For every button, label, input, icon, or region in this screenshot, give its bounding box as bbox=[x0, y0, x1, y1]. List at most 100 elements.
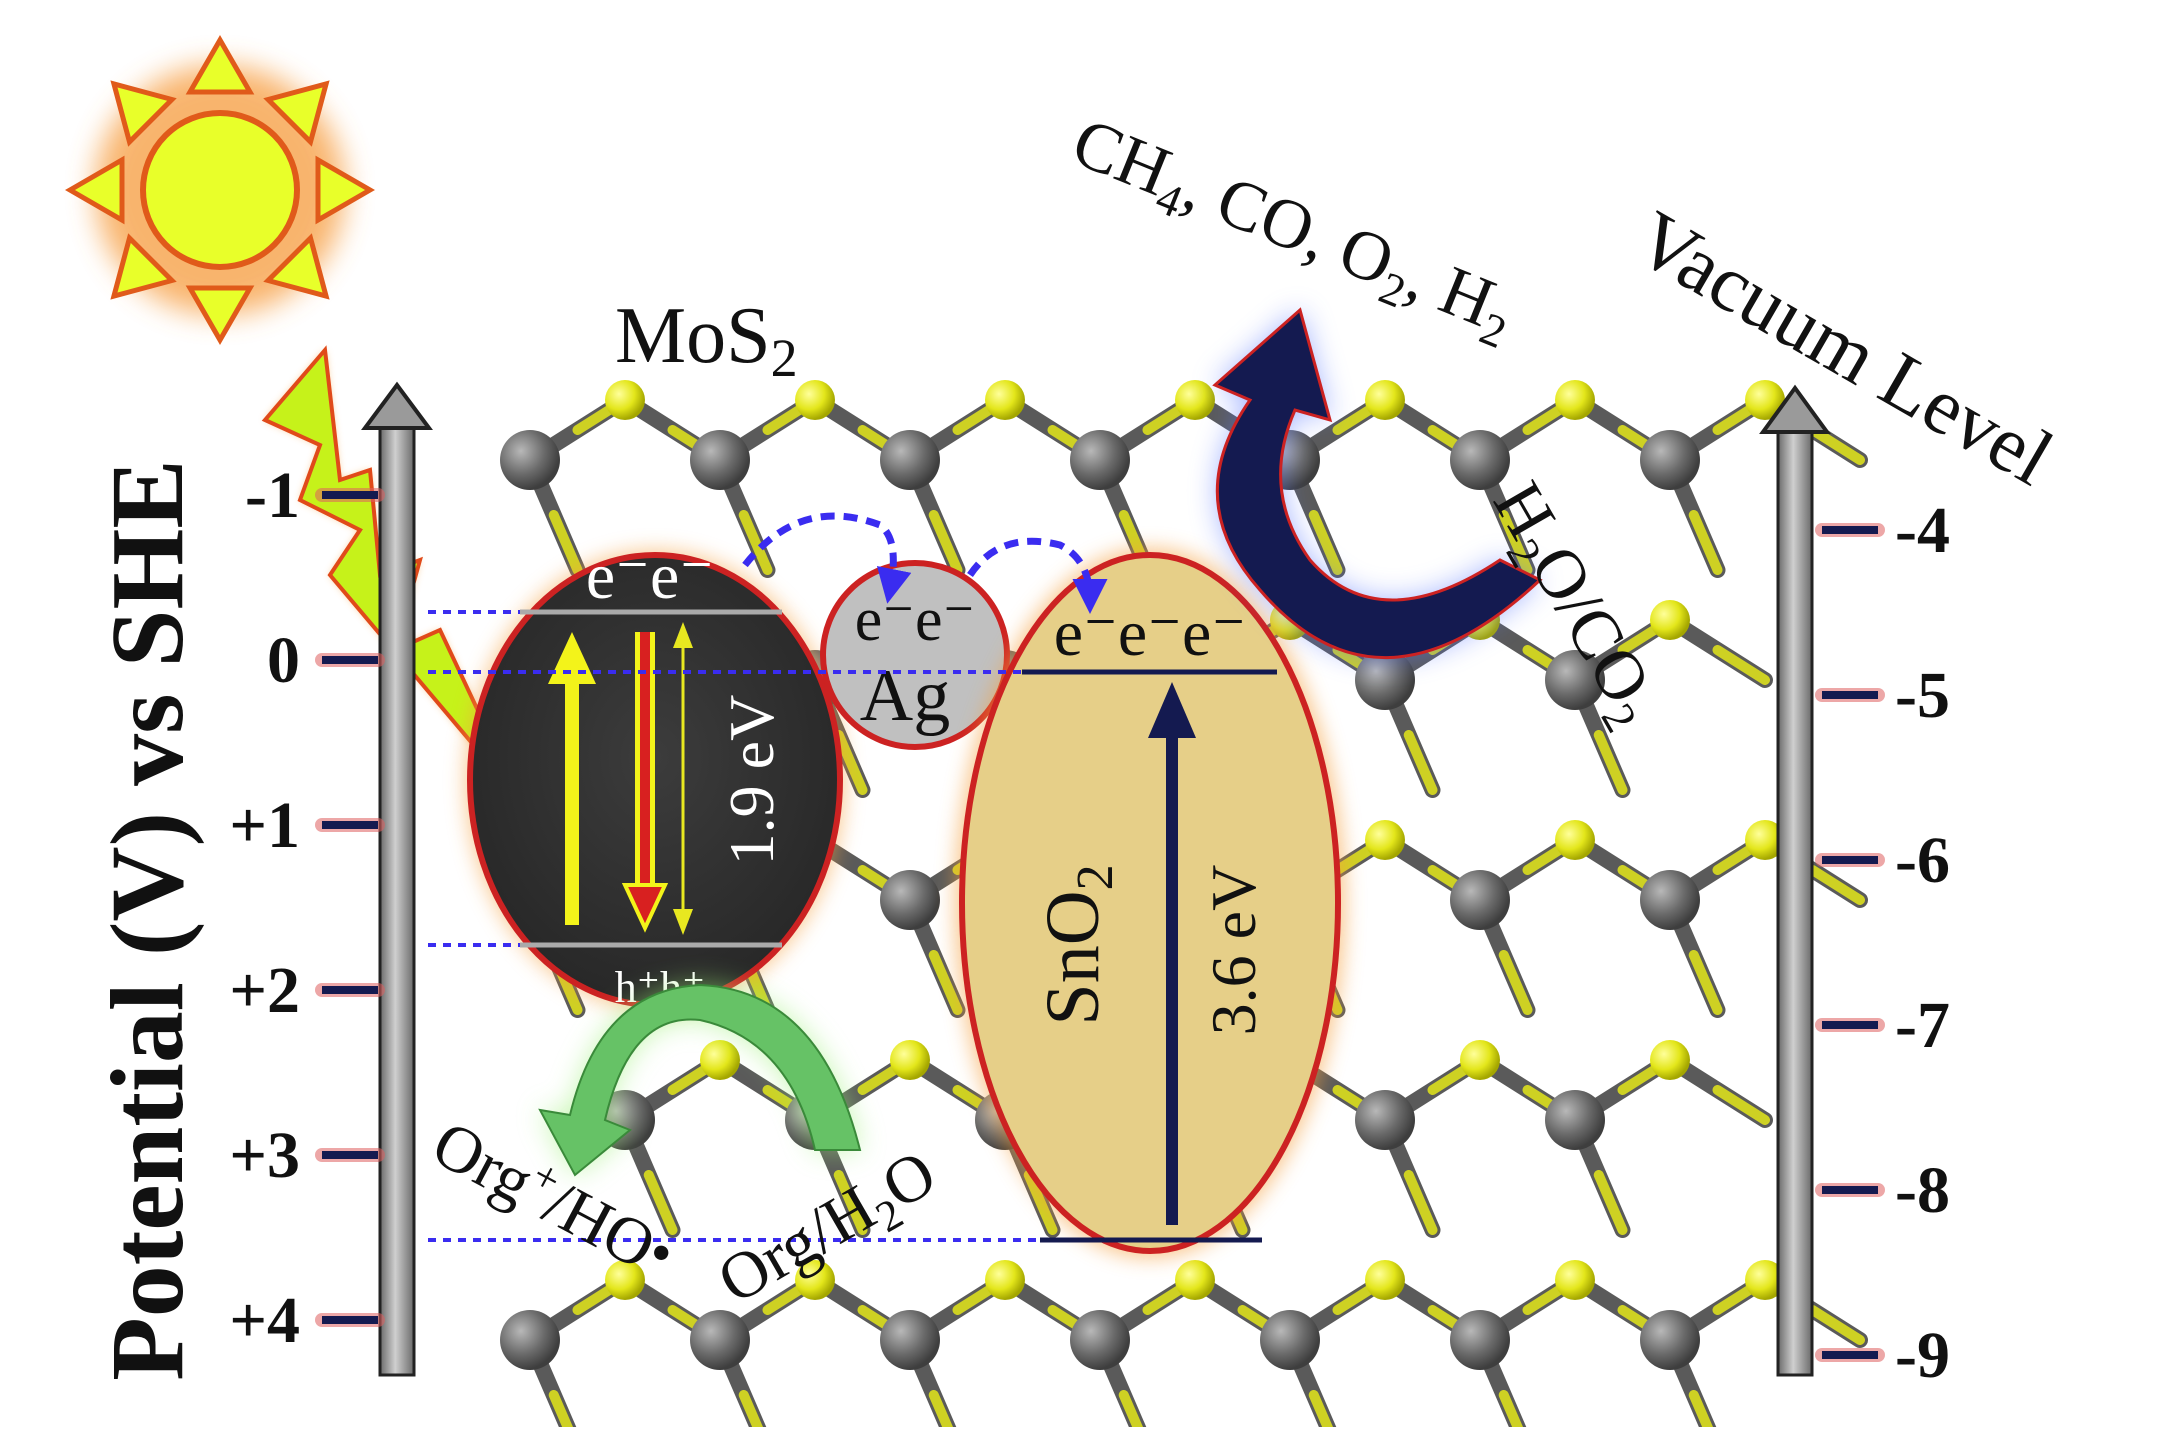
mos2-semiconductor: e⁻e⁻ h⁺h⁺ 1.9 eV bbox=[465, 540, 845, 1012]
mo-atom bbox=[1545, 1090, 1605, 1150]
lattice-bond-s bbox=[1403, 1170, 1438, 1235]
sno2-label: SnO2 bbox=[1031, 864, 1124, 1025]
sun-ray bbox=[263, 233, 330, 300]
sulfur-atom bbox=[1175, 380, 1215, 420]
mo-atom bbox=[500, 1310, 560, 1370]
right-axis-tick-label: -8 bbox=[1895, 1154, 1950, 1227]
electron-transfer-arrow-mos2-ag bbox=[742, 512, 912, 604]
lattice-bond-s bbox=[1807, 425, 1865, 465]
lattice-bond-s bbox=[643, 1170, 678, 1235]
left-axis-tick-label: +4 bbox=[229, 1284, 300, 1357]
sno2-semiconductor: e⁻e⁻e⁻ SnO2 3.6 eV bbox=[955, 548, 1345, 1258]
lattice-bond-s bbox=[928, 1390, 956, 1432]
lattice-bond-s bbox=[1688, 1390, 1716, 1432]
sulfur-atom bbox=[795, 1260, 835, 1300]
right-axis-tick-label: -7 bbox=[1895, 989, 1950, 1062]
reduction-arrow bbox=[1212, 307, 1543, 659]
sun-ray bbox=[110, 80, 177, 147]
sulfur-atom bbox=[890, 1040, 930, 1080]
lattice-bond-s bbox=[548, 510, 583, 575]
mo-atom bbox=[1450, 430, 1510, 490]
ag-electrons: e⁻e⁻ bbox=[855, 586, 976, 654]
sulfur-atom bbox=[1460, 1040, 1500, 1080]
sun-icon bbox=[64, 34, 376, 346]
mo-atom bbox=[1070, 1310, 1130, 1370]
right-axis-tick-label: -9 bbox=[1895, 1319, 1950, 1392]
sulfur-atom bbox=[795, 380, 835, 420]
mo-atom bbox=[1355, 650, 1415, 710]
ag-label: Ag bbox=[860, 655, 950, 737]
recombination-arrow-down bbox=[621, 632, 669, 933]
sno2-excitation-arrow bbox=[1148, 682, 1196, 1225]
lattice-bond-s bbox=[1118, 1390, 1146, 1432]
sulfur-atom bbox=[1555, 1260, 1595, 1300]
sulfur-atom bbox=[985, 1260, 1025, 1300]
lattice-bond-s bbox=[1712, 1085, 1770, 1125]
left-axis-tick-label: +2 bbox=[229, 954, 300, 1027]
mo-atom bbox=[880, 430, 940, 490]
mos2-band-gap-label: 1.9 eV bbox=[716, 695, 787, 866]
right-axis-tick-label: -6 bbox=[1895, 824, 1950, 897]
mo-atom bbox=[690, 430, 750, 490]
right-vacuum-axis: -4-5-6-7-8-9 bbox=[1759, 384, 1950, 1392]
band-alignment-dotted-lines bbox=[428, 610, 1040, 1242]
mo-atom bbox=[1640, 870, 1700, 930]
lattice-bond-s bbox=[1308, 1390, 1336, 1432]
mo-atom bbox=[1640, 1310, 1700, 1370]
mo-atom bbox=[1545, 650, 1605, 710]
mo-atom bbox=[1450, 1310, 1510, 1370]
lattice-bond-s bbox=[1688, 950, 1723, 1015]
lattice-bond-s bbox=[1498, 1390, 1526, 1432]
mo-atom bbox=[1070, 430, 1130, 490]
lattice-bond-s bbox=[1807, 1305, 1865, 1345]
lattice-bond-s bbox=[738, 1390, 766, 1432]
mo-atom bbox=[880, 1310, 940, 1370]
mo-atom bbox=[1640, 430, 1700, 490]
lattice-bond-s bbox=[928, 950, 963, 1015]
mo-atom bbox=[1450, 870, 1510, 930]
left-axis-tick-label: +1 bbox=[229, 789, 300, 862]
band-gap-double-arrow bbox=[673, 622, 693, 935]
lattice-bond-s bbox=[1498, 510, 1533, 575]
sulfur-atom bbox=[605, 380, 645, 420]
sun-ray bbox=[64, 155, 125, 225]
sno2-electrons: e⁻e⁻e⁻ bbox=[1054, 597, 1246, 670]
lattice-bond-s bbox=[1593, 730, 1628, 795]
lattice-bond-s bbox=[1712, 645, 1770, 685]
sno2-band-gap-label: 3.6 eV bbox=[1198, 865, 1269, 1036]
sulfur-atom bbox=[1555, 820, 1595, 860]
sulfur-atom bbox=[1650, 1040, 1690, 1080]
left-potential-axis: -10+1+2+3+4 bbox=[229, 381, 433, 1377]
lattice-bond-s bbox=[1688, 510, 1723, 575]
sulfur-atom bbox=[1555, 380, 1595, 420]
sun-ray bbox=[315, 155, 376, 225]
mo-atom bbox=[500, 430, 560, 490]
lattice-bond-s bbox=[1593, 1170, 1628, 1235]
ag-nanoparticle: e⁻e⁻ Ag bbox=[820, 560, 1010, 750]
left-axis-tick-label: +3 bbox=[229, 1119, 300, 1192]
sulfur-atom bbox=[1365, 820, 1405, 860]
sulfur-atom bbox=[1175, 1260, 1215, 1300]
mo-atom bbox=[1260, 1310, 1320, 1370]
lattice-bond-s bbox=[1403, 730, 1438, 795]
sulfur-atom bbox=[1745, 820, 1785, 860]
lattice-bond-s bbox=[1308, 510, 1343, 575]
lattice-bond-s bbox=[928, 510, 963, 575]
lattice-bond-s bbox=[1498, 950, 1533, 1015]
lattice-bond-s bbox=[548, 1390, 576, 1432]
sulfur-atom bbox=[605, 1260, 645, 1300]
sulfur-atom bbox=[1365, 1260, 1405, 1300]
sulfur-atom bbox=[700, 1040, 740, 1080]
lattice-bond-s bbox=[1807, 865, 1865, 905]
mos2-label: MoS2 bbox=[615, 292, 798, 388]
sulfur-atom bbox=[1650, 600, 1690, 640]
right-axis-tick-label: -5 bbox=[1895, 659, 1950, 732]
mo-atom bbox=[1355, 1090, 1415, 1150]
sulfur-atom bbox=[985, 380, 1025, 420]
sun-ray bbox=[185, 34, 255, 95]
sun-ray bbox=[110, 233, 177, 300]
mos2-electrons: e⁻e⁻ bbox=[586, 540, 714, 613]
sun-ray bbox=[263, 80, 330, 147]
lattice-bond-s bbox=[833, 1170, 868, 1235]
